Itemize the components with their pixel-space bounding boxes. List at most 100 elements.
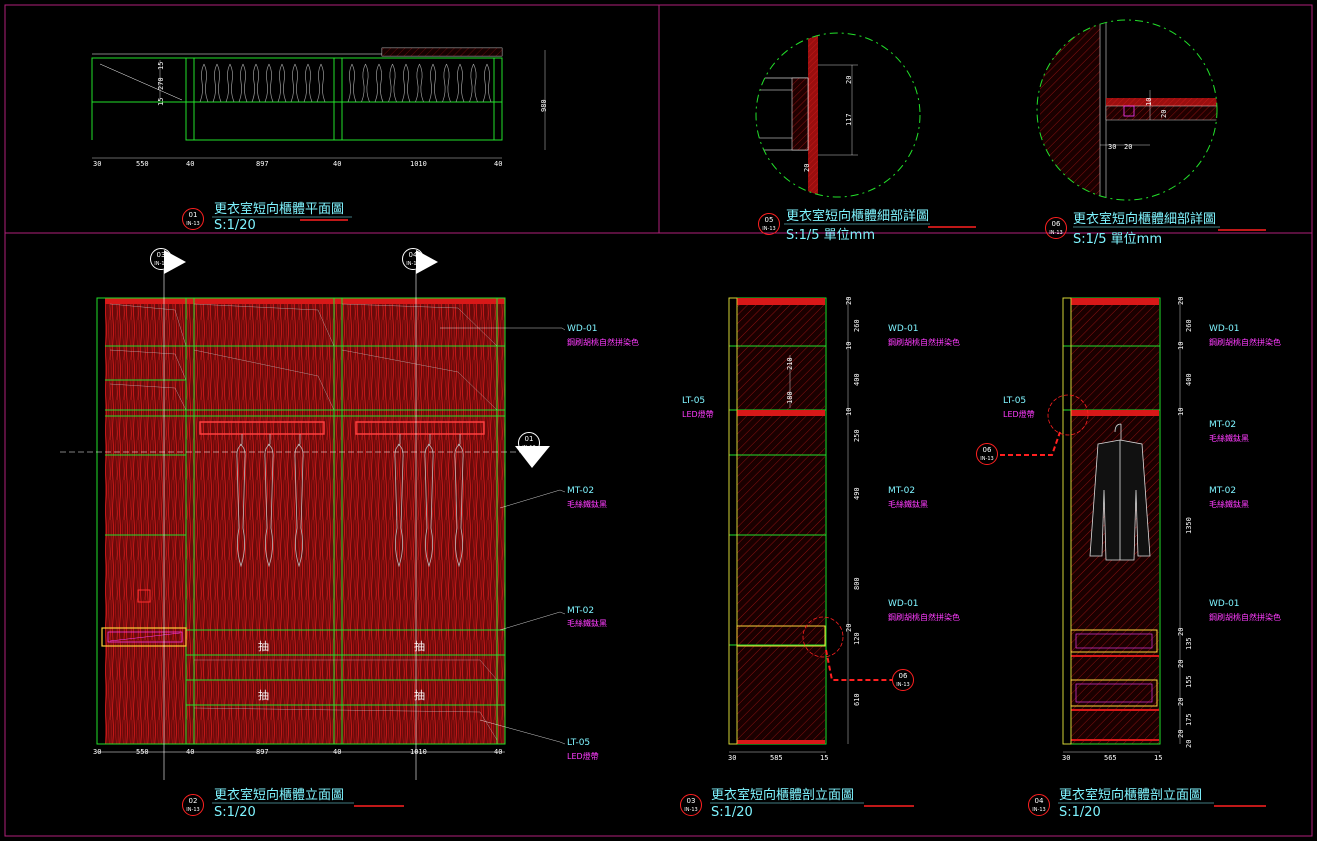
s04-dim-v: 20 (1185, 739, 1193, 748)
plan-number-bubble: 01 IN-13 (182, 208, 204, 230)
section-mark-04: 04 IN-13 (402, 248, 424, 270)
plan-title: 更衣室短向櫃體平面圖 (214, 202, 345, 217)
s04-dim-v: 1350 (1185, 517, 1193, 534)
s04-dim-v: 260 (1185, 319, 1193, 332)
hanger-outline (442, 63, 451, 103)
detail06-scale: S:1/5 單位mm (1073, 232, 1163, 247)
jacket-drawing (1089, 423, 1151, 561)
s04-label-desc: 鋼刷胡桃自然拼染色 (1209, 338, 1281, 347)
s03-title: 更衣室短向櫃體剖立面圖 (711, 788, 855, 803)
detail06-dim: 30 (1108, 143, 1117, 151)
s03-number-bubble: 03 IN-13 (680, 794, 702, 816)
section-04 (1000, 297, 1181, 753)
s03-callout-bubble: 06 IN-13 (892, 669, 914, 691)
s04-label-code: MT-02 (1209, 486, 1237, 496)
s03-label-desc: LED燈帶 (682, 410, 714, 419)
plan-dim-v: 270 (157, 77, 165, 90)
drawer-label: 抽 (258, 640, 269, 653)
s04-dim-v: 20 (1177, 296, 1185, 305)
plan-dim: 40 (494, 160, 503, 168)
plan-dim-v: 15 (157, 97, 165, 106)
s04-dim-v: 175 (1185, 713, 1193, 726)
s04-label-desc: LED燈帶 (1003, 410, 1035, 419)
s04-number-bubble: 04 IN-13 (1028, 794, 1050, 816)
s03-dim-v: 20 (845, 296, 853, 305)
s04-dim-v: 400 (1185, 373, 1193, 386)
s04-label-desc: 毛絲鐵鈦黑 (1209, 500, 1249, 509)
s04-label-code: WD-01 (1209, 599, 1240, 609)
elev-label-code: LT-05 (567, 738, 591, 748)
elev-label-code: MT-02 (567, 606, 595, 616)
hanger-outline (264, 63, 274, 103)
s04-dim: 15 (1154, 754, 1163, 762)
elev-label-desc: 鋼刷胡桃自然拼染色 (567, 338, 639, 347)
detail05-title: 更衣室短向櫃體細部詳圖 (786, 209, 930, 224)
plan-dim-v: 980 (540, 99, 548, 112)
elev-dim: 40 (494, 748, 503, 756)
elev-label-desc: 毛絲鐵鈦黑 (567, 500, 607, 509)
s04-scale: S:1/20 (1059, 805, 1101, 820)
s04-dim: 30 (1062, 754, 1071, 762)
hanger-outline (454, 434, 464, 568)
hanger-outline (238, 63, 248, 103)
s04-label-desc: 毛絲鐵鈦黑 (1209, 434, 1249, 443)
s03-dim-v: 800 (853, 577, 861, 590)
s03-dim-v: 10 (845, 341, 853, 350)
hanger-outline (388, 63, 397, 103)
detail06-dim: 10 (1145, 97, 1153, 106)
hanger-outline (415, 63, 424, 103)
elevation-number-bubble: 02 IN-13 (182, 794, 204, 816)
hanger-outline (294, 434, 304, 568)
section-mark-01: 01 IN-13 (518, 432, 540, 454)
detail-05 (755, 32, 921, 198)
s03-scale: S:1/20 (711, 805, 753, 820)
main-elevation (60, 270, 566, 780)
elevation-title: 更衣室短向櫃體立面圖 (214, 788, 345, 803)
hanger-outline (277, 63, 287, 103)
hanger-outline (361, 63, 370, 103)
s04-label-desc: 鋼刷胡桃自然拼染色 (1209, 613, 1281, 622)
s03-dim-v: 610 (853, 693, 861, 706)
detail05-dim: 117 (845, 113, 853, 126)
plan-dim: 40 (333, 160, 342, 168)
hanger-outline (303, 63, 313, 103)
s04-dim-v: 20 (1177, 627, 1185, 636)
drawer-label: 抽 (258, 689, 269, 702)
detail05-number-bubble: 05 IN-13 (758, 213, 780, 235)
s03-dim-v: 120 (853, 632, 861, 645)
hanger-outline (428, 63, 438, 103)
hanger-outline (469, 63, 478, 103)
s03-label-desc: 鋼刷胡桃自然拼染色 (888, 338, 960, 347)
hanger-outline (394, 434, 404, 568)
elev-label-desc: 毛絲鐵鈦黑 (567, 619, 607, 628)
drawer-label: 抽 (414, 689, 425, 702)
s03-dim: 585 (770, 754, 783, 762)
s04-dim-v: 10 (1177, 407, 1185, 416)
plan-dim: 40 (186, 160, 195, 168)
detail05-dim: 20 (845, 75, 853, 84)
elev-label-desc: LED燈帶 (567, 752, 599, 761)
s03-inner-dim: 180 (786, 391, 794, 404)
s03-label-desc: 毛絲鐵鈦黑 (888, 500, 928, 509)
s04-label-code: LT-05 (1003, 396, 1027, 406)
s04-dim-v: 20 (1177, 659, 1185, 668)
hanger-outline (424, 434, 434, 568)
hanger-outline (316, 63, 326, 103)
s03-dim-v: 250 (853, 429, 861, 442)
hanger-outline (374, 63, 384, 103)
s03-dim-v: 20 (845, 623, 853, 632)
hanger-outline (236, 434, 246, 568)
elev-dim: 40 (186, 748, 195, 756)
detail-06 (1036, 19, 1218, 201)
s04-dim-v: 20 (1177, 729, 1185, 738)
s03-dim: 30 (728, 754, 737, 762)
section-mark-03: 03 IN-13 (150, 248, 172, 270)
plan-dim: 897 (256, 160, 269, 168)
s03-label-desc: 鋼刷胡桃自然拼染色 (888, 613, 960, 622)
s03-label-code: MT-02 (888, 486, 916, 496)
hanger-outline (251, 63, 261, 103)
plan-dim-v: 15 (157, 61, 165, 70)
elev-dim: 550 (136, 748, 149, 756)
s04-title: 更衣室短向櫃體剖立面圖 (1059, 788, 1203, 803)
